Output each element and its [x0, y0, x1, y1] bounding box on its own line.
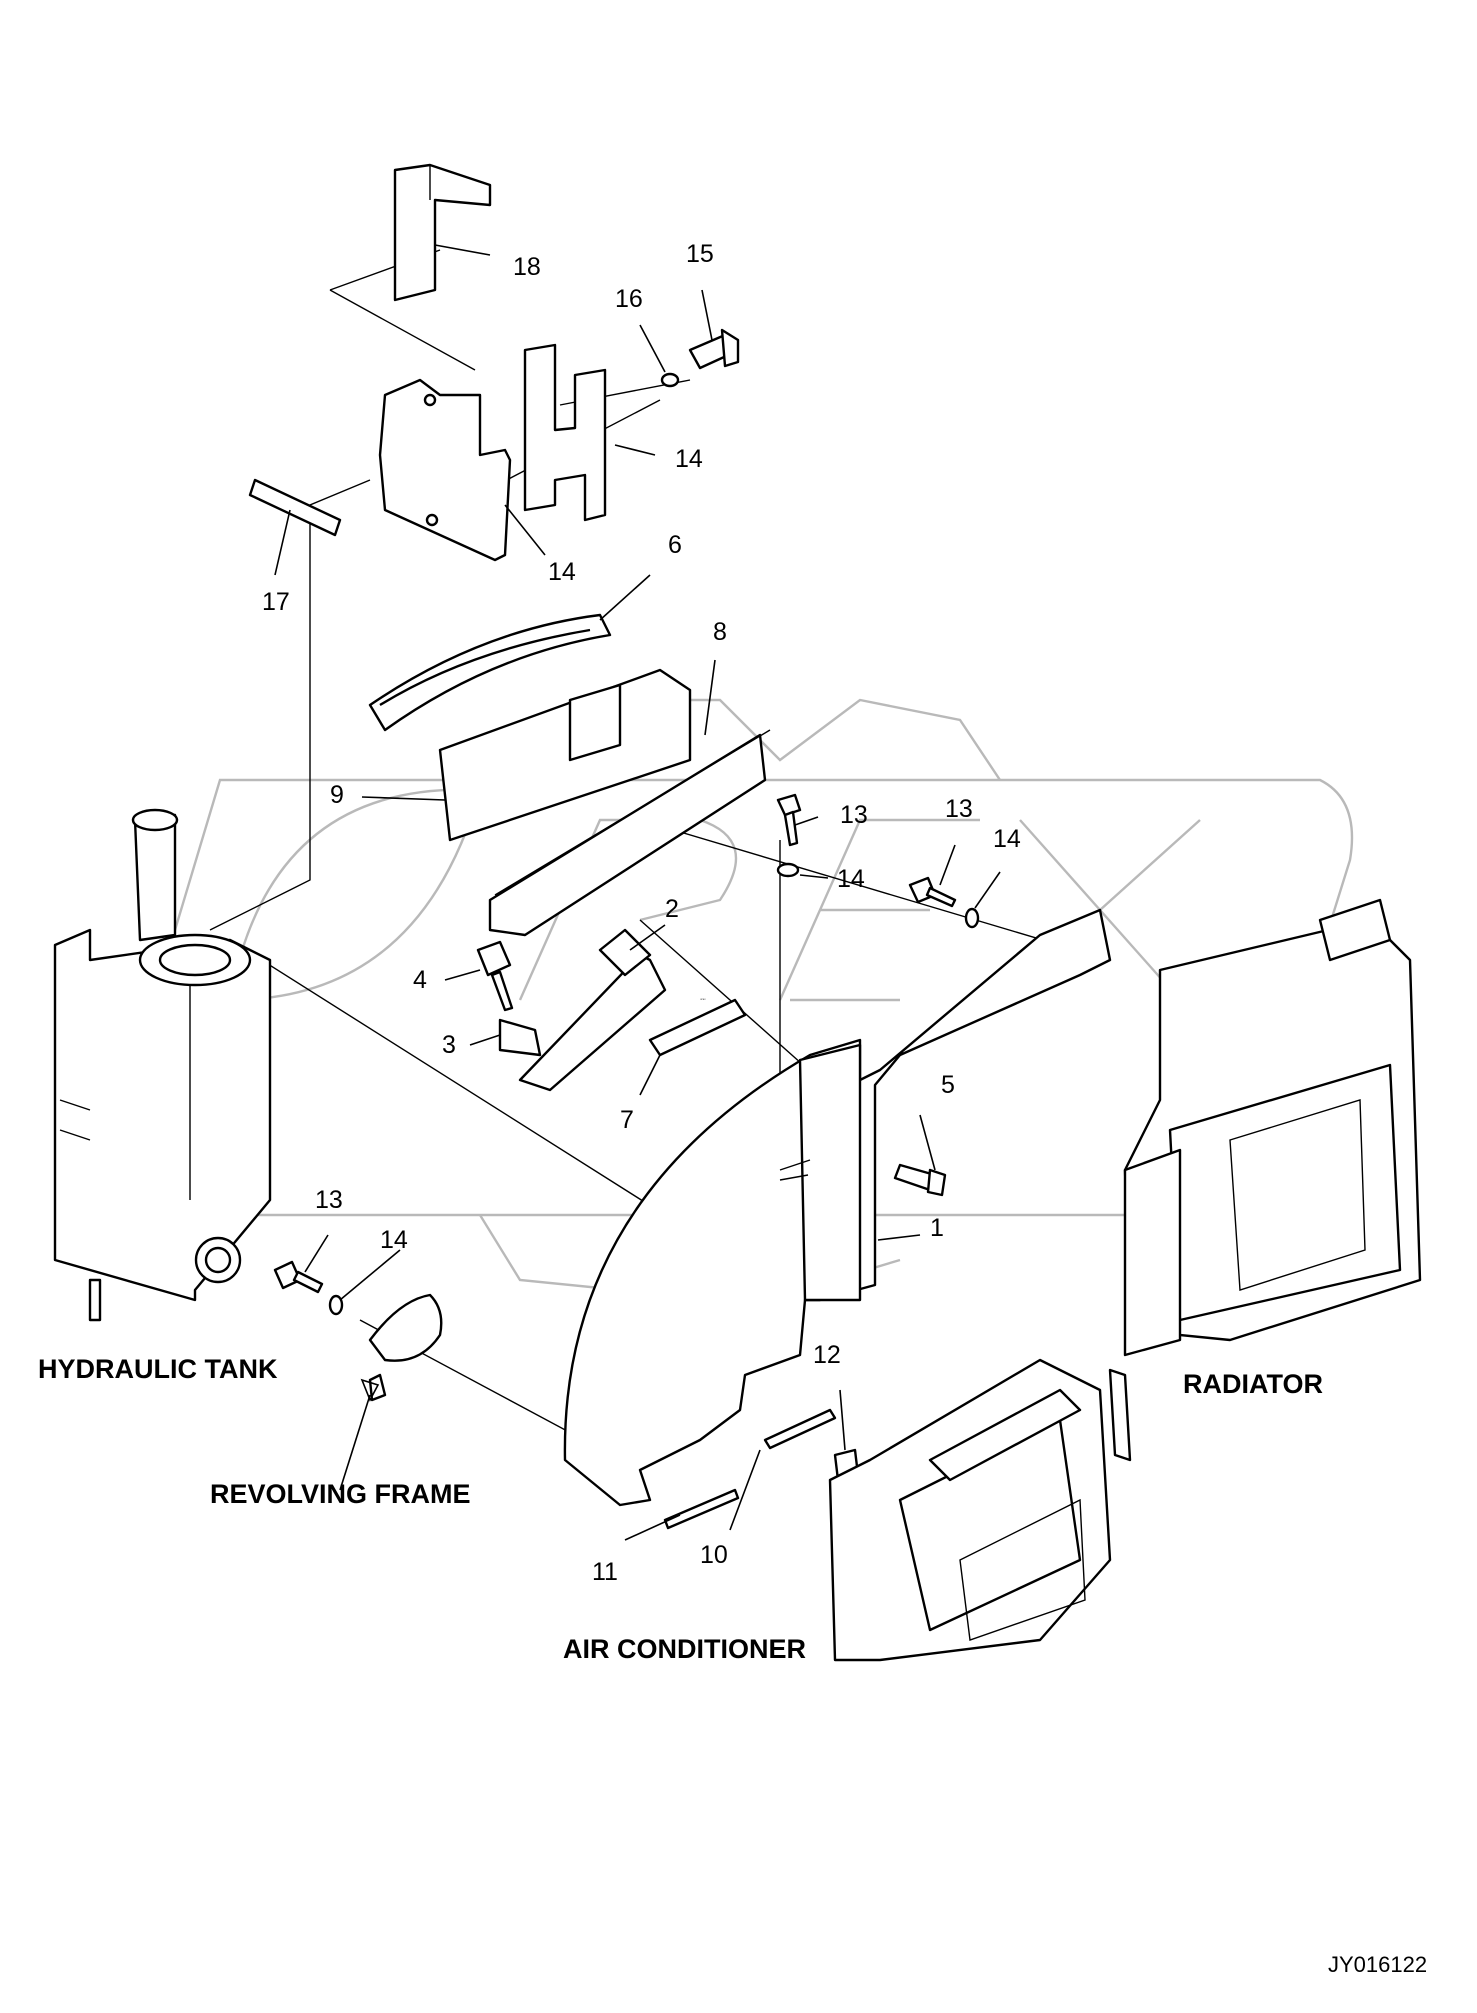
callout-2: 2: [665, 895, 679, 923]
callout-12: 12: [813, 1341, 841, 1369]
part-15-bracket-plate: [378, 378, 512, 562]
part-6-seal: [368, 613, 612, 732]
callout-20: 16: [615, 285, 643, 313]
callout-4: 4: [413, 966, 427, 994]
part-14-washer-lower: [328, 1294, 344, 1316]
callout-13-b: 13: [945, 795, 973, 823]
part-9-plate: [438, 668, 692, 842]
part-13-bolt-lower: [273, 1260, 324, 1294]
callout-14-b: 14: [837, 865, 865, 893]
part-11-strip: [663, 1488, 740, 1530]
label-revolving-frame: REVOLVING FRAME: [210, 1479, 471, 1509]
part-10-strip: [763, 1408, 837, 1450]
label-radiator: RADIATOR: [1183, 1369, 1323, 1399]
air-conditioner-drawing: [828, 1358, 1132, 1662]
watermark-text: OPEX: [700, 999, 706, 1001]
callout-3: 3: [442, 1031, 456, 1059]
callout-19: 15: [686, 240, 714, 268]
drawing-code: JY016122: [1328, 1952, 1427, 1977]
leader-lines: [274, 244, 1001, 1541]
callout-1: 1: [930, 1214, 944, 1242]
callout-16: 14: [675, 445, 703, 473]
callout-9: 9: [330, 781, 344, 809]
part-2-bracket: [518, 928, 667, 1092]
callouts: 18 15 16 14 14 17 6 8 9 13 13 14 14 2 4 …: [262, 240, 1021, 1586]
callout-15: 14: [548, 558, 576, 586]
part-5-bolt: [893, 1163, 947, 1197]
callout-10: 10: [700, 1541, 728, 1569]
callout-17: 17: [262, 588, 290, 616]
part-14-washer-upper-b: [964, 907, 980, 929]
callout-11: 11: [592, 1558, 618, 1586]
part-17-bar: [248, 478, 342, 537]
part-14-washer-upper-a: [776, 862, 800, 878]
part-1-cover: [563, 908, 1112, 1507]
callout-13-c: 13: [315, 1186, 343, 1214]
part-20-washer: [660, 372, 680, 388]
callout-5: 5: [941, 1071, 955, 1099]
part-7-strip: [648, 998, 747, 1057]
part-19-bolt: [688, 328, 740, 370]
part-8-block: [488, 729, 771, 937]
callout-8: 8: [713, 618, 727, 646]
callout-14-c: 14: [380, 1226, 408, 1254]
hydraulic-tank-drawing: [53, 808, 272, 1322]
label-hydraulic-tank: HYDRAULIC TANK: [38, 1354, 278, 1384]
radiator-drawing: [1123, 898, 1422, 1357]
part-18-spacer: [393, 163, 492, 302]
label-air-conditioner: AIR CONDITIONER: [563, 1634, 806, 1664]
assembly-labels: HYDRAULIC TANK RADIATOR REVOLVING FRAME …: [38, 1354, 1323, 1664]
callout-18: 18: [513, 253, 541, 281]
part-13-bolt-upper-b: [908, 876, 957, 908]
part-13-bolt-upper-a: [776, 793, 802, 847]
revolving-frame-patch: [368, 1293, 443, 1402]
callout-7: 7: [620, 1106, 634, 1134]
callout-6: 6: [668, 531, 682, 559]
part-4-bolt: [476, 940, 514, 1012]
part-3-clip: [498, 1018, 542, 1057]
callout-13-a: 13: [840, 801, 868, 829]
callout-14-a: 14: [993, 825, 1021, 853]
part-16-spacer: [523, 343, 607, 522]
